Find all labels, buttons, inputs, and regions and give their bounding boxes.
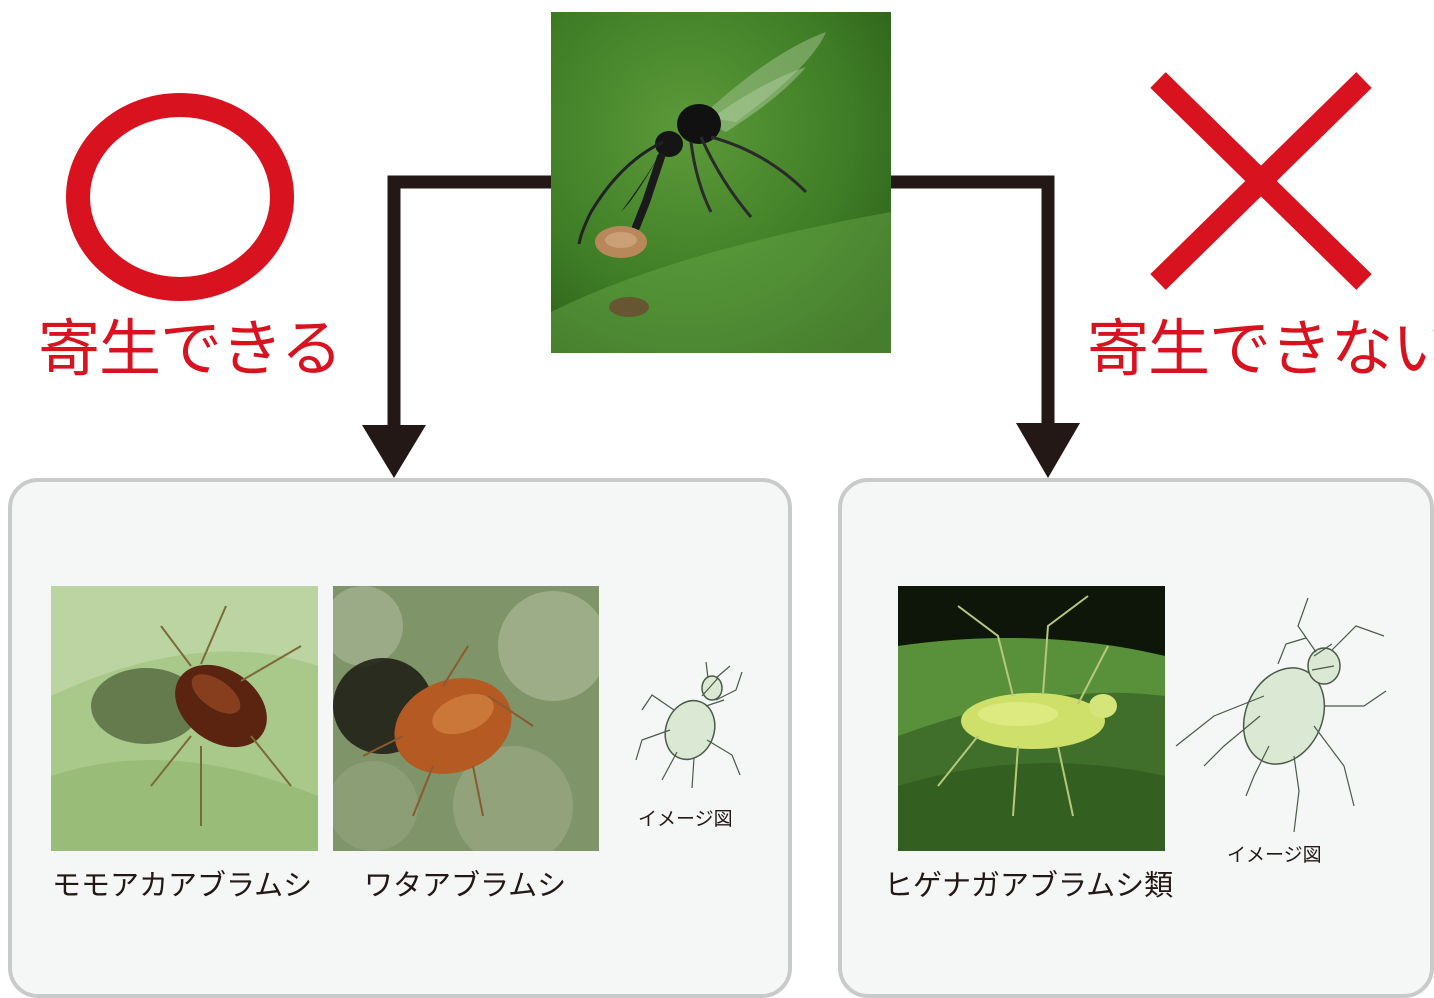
cannot-parasitize-label: 寄生できない	[1087, 312, 1434, 385]
circle-mark-icon	[66, 93, 294, 301]
cotton-aphid-photo	[333, 586, 599, 851]
left-branch-arrow	[362, 175, 551, 478]
species-label-green-peach-aphid: モモアカアブラムシ	[52, 868, 313, 902]
long-horned-aphid-photo	[898, 586, 1165, 851]
aphid-illustration-large	[1175, 597, 1387, 832]
species-label-cotton-aphid: ワタアブラムシ	[364, 868, 567, 902]
cross-mark-icon	[1150, 72, 1372, 290]
species-label-long-horned-aphids: ヒゲナガアブラムシ類	[884, 868, 1174, 902]
right-branch-arrow	[891, 175, 1080, 478]
aphid-illustration-small	[635, 661, 743, 789]
can-parasitize-label: 寄生できる	[38, 312, 343, 385]
green-peach-aphid-photo	[51, 586, 318, 851]
illustration-caption-cannot: イメージ図	[1227, 844, 1322, 866]
illustration-caption-can: イメージ図	[638, 808, 733, 830]
parasitoid-wasp-photo	[551, 12, 891, 353]
